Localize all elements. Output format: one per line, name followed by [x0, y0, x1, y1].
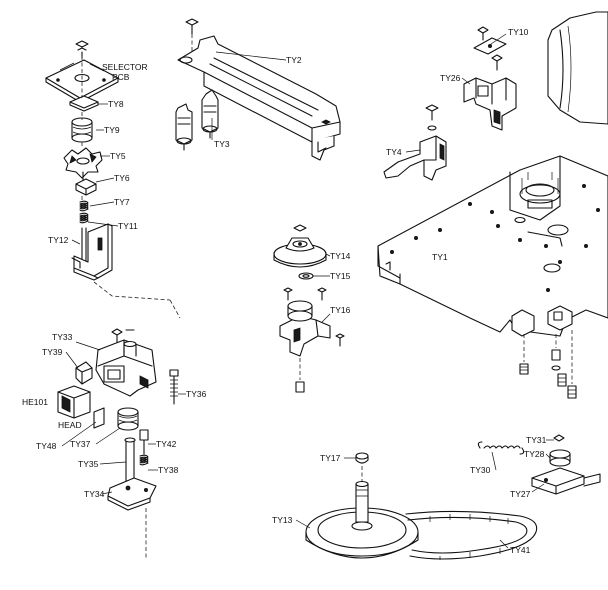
label-ty6: TY6 [114, 173, 130, 183]
ty10-part [473, 26, 507, 71]
label-ty31: TY31 [526, 435, 547, 445]
label-ty39: TY39 [42, 347, 63, 357]
label-ty48: TY48 [36, 441, 57, 451]
ty16-part [279, 287, 345, 393]
ty34-part [107, 477, 157, 560]
ty42-part [139, 429, 149, 455]
label-ty13: TY13 [272, 515, 293, 525]
ty30-spring-part [477, 441, 525, 455]
leader-lines [61, 33, 554, 549]
motor-can-part [547, 11, 608, 125]
part-labels: SELECTOR PCB TY8 TY9 TY5 TY6 TY7 TY11 TY… [22, 27, 547, 555]
label-ty12: TY12 [48, 235, 69, 245]
ty37-part [117, 407, 139, 431]
label-ty4: TY4 [386, 147, 402, 157]
ty39-part [75, 361, 93, 385]
ty17-part [355, 452, 369, 482]
ty13-flywheel-part [305, 480, 419, 559]
ty26-part [463, 77, 517, 131]
label-ty36: TY36 [186, 389, 207, 399]
ty3-posts-part [175, 89, 219, 151]
selector-pcb-assembly [45, 40, 181, 319]
chassis-screws-part [519, 330, 577, 399]
label-ty35: TY35 [78, 459, 99, 469]
ty6-part [75, 178, 97, 196]
ty14-part [273, 224, 327, 268]
label-ty8: TY8 [108, 99, 124, 109]
label-ty14: TY14 [330, 251, 351, 261]
ty5-part [63, 147, 103, 181]
label-ty38: TY38 [158, 465, 179, 475]
ty1-chassis-part [377, 155, 608, 337]
ty33-part [95, 328, 157, 397]
label-he101: HE101 [22, 397, 48, 407]
label-ty27: TY27 [510, 489, 531, 499]
label-ty33: TY33 [52, 332, 73, 342]
he101-head-part [57, 385, 91, 419]
ty9-part [71, 117, 93, 143]
ty8-part [69, 95, 99, 109]
label-ty1: TY1 [432, 252, 448, 262]
ty11-part [79, 212, 89, 263]
label-ty9: TY9 [104, 125, 120, 135]
label-head: HEAD [58, 420, 82, 430]
label-ty7: TY7 [114, 197, 130, 207]
ty41-belt-part [405, 510, 538, 560]
label-ty42: TY42 [156, 439, 177, 449]
label-selector: SELECTOR [102, 62, 148, 72]
ty4-part [383, 104, 447, 181]
label-ty41: TY41 [510, 545, 531, 555]
ty36-part [169, 369, 179, 405]
label-ty2: TY2 [286, 55, 302, 65]
label-ty34: TY34 [84, 489, 105, 499]
ty12-part [71, 223, 113, 281]
label-ty28: TY28 [524, 449, 545, 459]
label-ty11: TY11 [118, 221, 138, 231]
ty35-part [124, 437, 136, 485]
ty15-part [298, 272, 314, 280]
label-ty26: TY26 [440, 73, 461, 83]
ty31-ty28-ty27-part [531, 434, 601, 495]
label-ty17: TY17 [320, 453, 341, 463]
ty2-bracket-part [177, 18, 341, 161]
ty38-part [139, 454, 149, 466]
label-ty3: TY3 [214, 139, 230, 149]
label-ty30: TY30 [470, 465, 491, 475]
ty7-part [79, 200, 89, 212]
ty48-part [93, 407, 105, 429]
label-ty15: TY15 [330, 271, 351, 281]
label-ty5: TY5 [110, 151, 126, 161]
label-ty10: TY10 [508, 27, 529, 37]
label-ty37: TY37 [70, 439, 91, 449]
ty8-top-screw-part [75, 40, 89, 59]
label-pcb: PCB [112, 72, 130, 82]
label-ty16: TY16 [330, 305, 351, 315]
